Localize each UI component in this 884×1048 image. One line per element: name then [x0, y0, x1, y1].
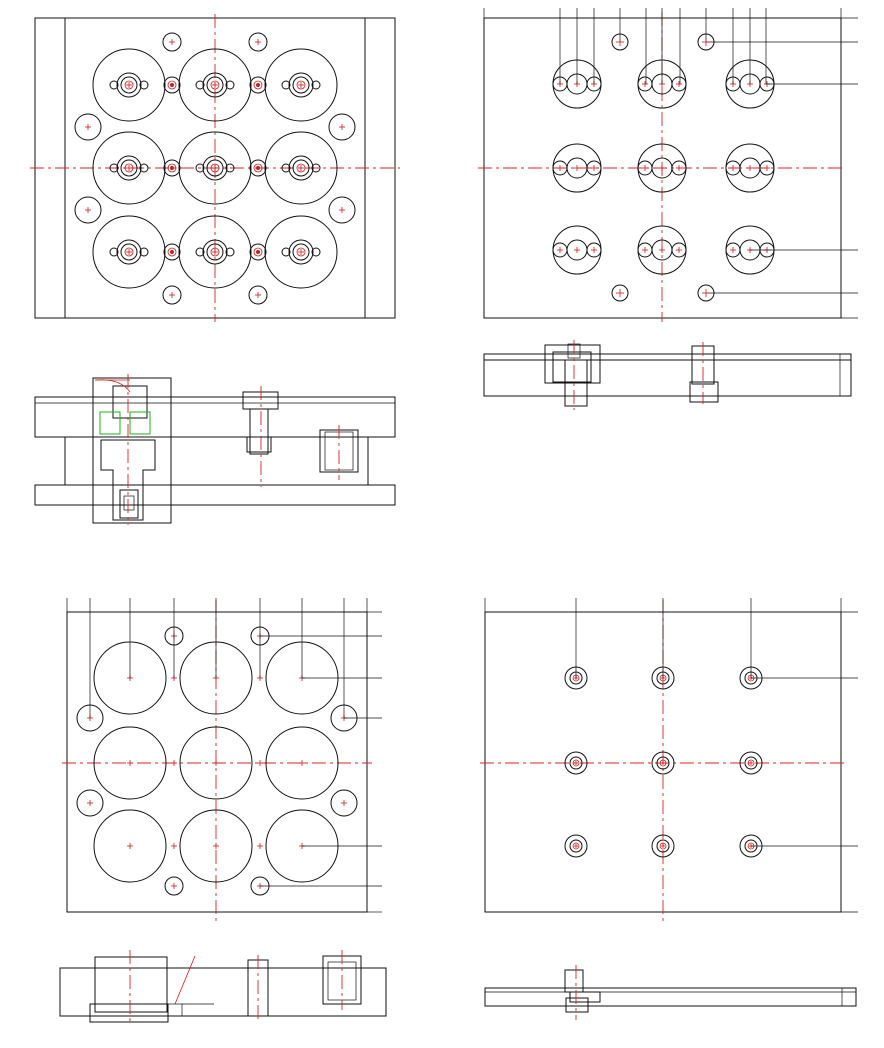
hole-group	[637, 59, 687, 109]
pilot-bushing	[163, 159, 181, 177]
pilot-holes-top-left	[74, 32, 356, 305]
die-cavity	[92, 131, 166, 205]
plan-view-top-right	[478, 8, 858, 322]
hole-grid-bottom-right	[564, 666, 763, 858]
plan-view-bottom-right	[480, 598, 858, 922]
leader-lines-bottom-right	[575, 598, 858, 847]
pilot-bushing	[249, 76, 267, 94]
counterbored-hole	[651, 751, 675, 775]
cavity-grid-bottom-left	[87, 633, 347, 889]
die-cavity	[178, 215, 252, 289]
cavity-grid-top-left	[85, 39, 345, 298]
plan-view-top-left	[30, 14, 400, 322]
die-opening	[93, 809, 167, 883]
die-cavity	[92, 48, 166, 122]
section-view-top-right	[483, 340, 852, 410]
die-cavity	[264, 131, 338, 205]
counterbored-hole	[564, 834, 588, 858]
leader-lines-bottom-left	[76, 598, 382, 896]
hole-grid-top-right	[552, 59, 775, 275]
assembly-section-view	[34, 374, 396, 525]
die-opening	[179, 726, 253, 800]
pilot-bushing	[249, 243, 267, 261]
die-cavity	[92, 215, 166, 289]
counterbored-hole	[564, 751, 588, 775]
hole-group	[725, 143, 775, 193]
hole-group	[637, 225, 687, 275]
section-view-bottom-left	[59, 950, 387, 1025]
counterbored-hole	[739, 751, 763, 775]
die-cavity	[178, 131, 252, 205]
plan-view-bottom-left	[62, 598, 382, 922]
pilot-bushing	[163, 243, 181, 261]
section-view-bottom-right	[484, 965, 857, 1020]
pilot-bushing	[249, 159, 267, 177]
die-cavity	[264, 215, 338, 289]
pilot-bushing	[163, 76, 181, 94]
die-opening	[265, 726, 339, 800]
die-opening	[179, 809, 253, 883]
die-cavity	[264, 48, 338, 122]
hole-group	[637, 143, 687, 193]
hole-group	[552, 225, 602, 275]
leader-lines-top-right	[559, 8, 858, 302]
hole-group	[552, 143, 602, 193]
counterbored-hole	[651, 834, 675, 858]
die-opening	[93, 726, 167, 800]
die-cavity	[178, 48, 252, 122]
